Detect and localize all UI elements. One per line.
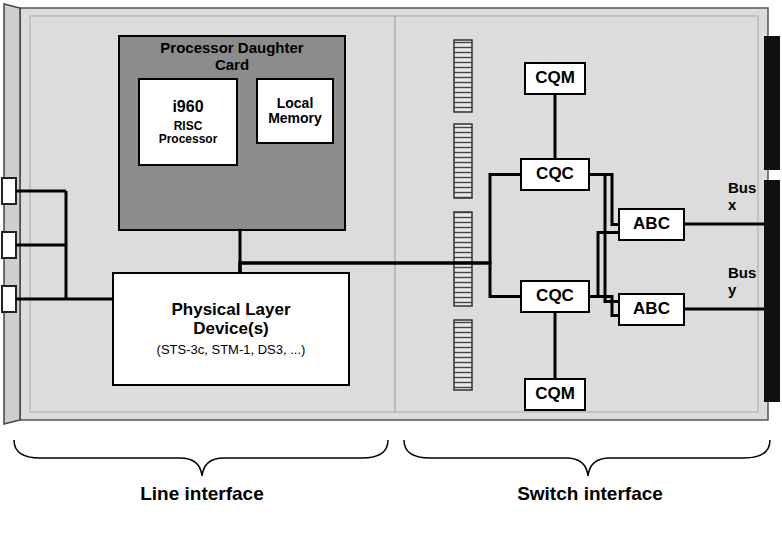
wire <box>590 175 618 302</box>
node-label: CQC <box>536 165 574 184</box>
node-label: ABC <box>633 300 670 319</box>
node-label: Local Memory <box>263 96 327 127</box>
node-label: ABC <box>633 215 670 234</box>
mezzanine-connector <box>454 212 472 306</box>
node-label: CQC <box>536 287 574 306</box>
wire <box>554 95 557 158</box>
node-label: i960 <box>172 98 203 116</box>
port <box>2 232 16 258</box>
cqc-box: CQC <box>520 158 590 191</box>
cqm-box: CQM <box>524 378 586 411</box>
wire <box>554 313 557 378</box>
brace <box>404 440 770 476</box>
bus-line <box>685 223 764 226</box>
section-label: Line interface <box>80 484 324 505</box>
backplane-connector <box>764 180 780 402</box>
cqm-box: CQM <box>524 62 586 95</box>
abc-box: ABC <box>618 293 685 326</box>
backplane-connector <box>764 36 780 170</box>
processor-box: i960RISC Processor <box>138 78 238 166</box>
cqc-box: CQC <box>520 280 590 313</box>
memory-box: Local Memory <box>256 78 334 144</box>
port <box>2 178 16 204</box>
wire <box>590 297 618 316</box>
node-label: CQM <box>535 69 575 88</box>
node-label: RISC Processor <box>146 120 230 146</box>
abc-box: ABC <box>618 208 685 241</box>
bus-label: Bus y <box>728 265 762 298</box>
bus-label: Bus x <box>728 180 762 213</box>
node-label: Processor Daughter Card <box>157 40 307 73</box>
board-edge <box>30 16 758 412</box>
board <box>20 8 768 420</box>
wire <box>590 233 618 297</box>
board-divider <box>395 16 396 412</box>
section-label: Switch interface <box>468 484 712 505</box>
node-label: CQM <box>535 385 575 404</box>
mezzanine-connector <box>454 40 472 112</box>
node-label: Physical Layer Device(s) <box>156 301 306 338</box>
front-panel <box>4 4 20 424</box>
bus-line <box>685 308 764 311</box>
mezzanine-connector <box>454 320 472 390</box>
daughter-card: Processor Daughter Card i960RISC Processo… <box>118 35 346 231</box>
phy-box: Physical Layer Device(s) (STS-3c, STM-1, … <box>112 272 350 386</box>
port <box>2 286 16 312</box>
port-wiring <box>16 191 112 299</box>
brace <box>14 440 388 476</box>
node-label: (STS-3c, STM-1, DS3, ...) <box>157 343 306 357</box>
mezzanine-connector <box>454 124 472 198</box>
